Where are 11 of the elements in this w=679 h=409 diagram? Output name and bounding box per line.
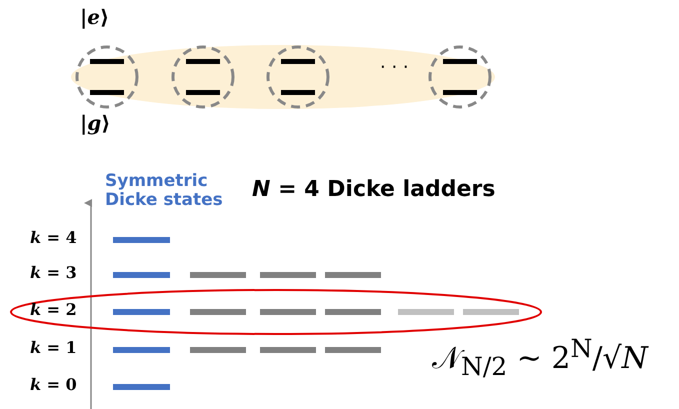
level-label: k = 2 bbox=[30, 301, 77, 319]
formula: 𝒩$_{N/2}$ ~ 2$^{N}$/√N bbox=[432, 335, 648, 380]
level-label: k = 0 bbox=[30, 376, 77, 394]
column-heading: Symmetric Dicke states bbox=[105, 172, 224, 210]
level-label: k = 3 bbox=[30, 264, 77, 282]
level-label: k = 4 bbox=[30, 229, 77, 247]
ket-label: |e⟩ bbox=[80, 6, 110, 28]
ket-label: |g⟩ bbox=[80, 112, 110, 134]
level-label: k = 1 bbox=[30, 339, 77, 357]
ellipsis-dots: · · · bbox=[380, 58, 409, 78]
diagram-heading: N = 4 Dicke ladders bbox=[252, 178, 496, 202]
